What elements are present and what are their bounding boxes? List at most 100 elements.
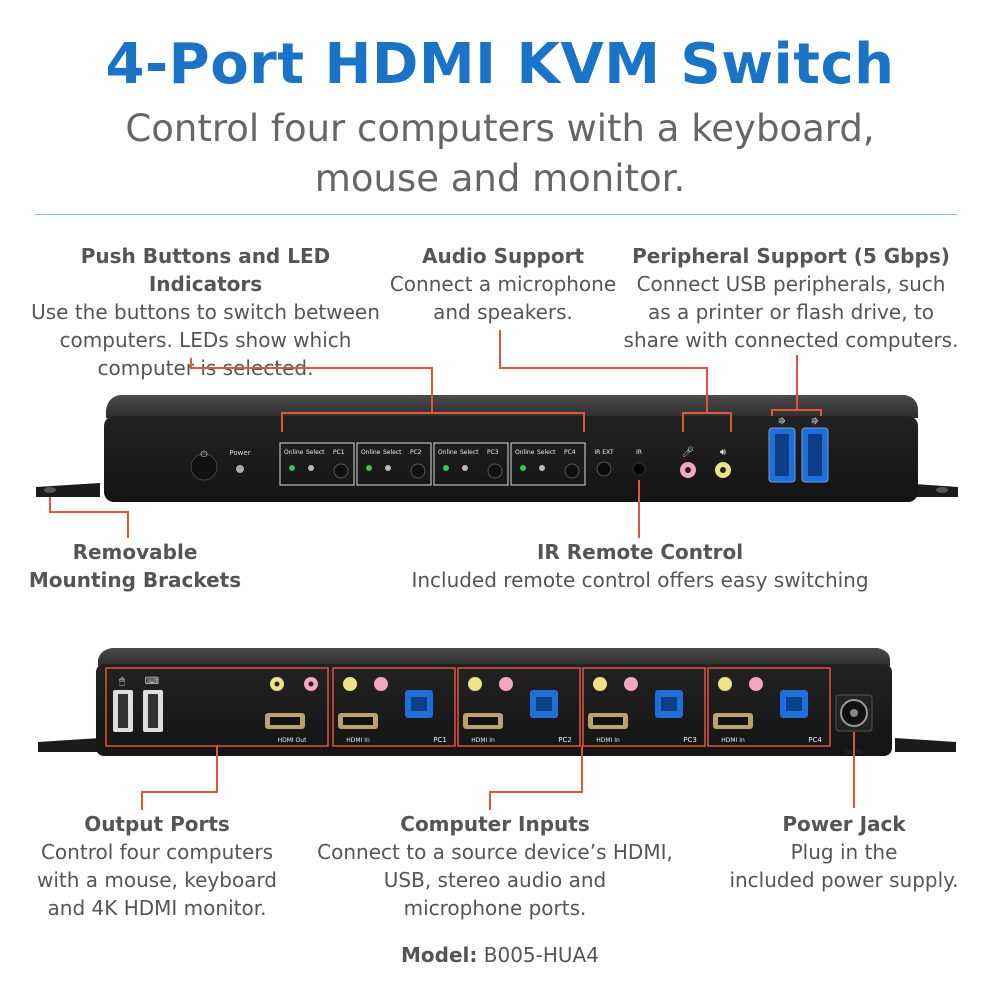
callout-lines <box>49 330 855 810</box>
front-audio-jack-hole <box>720 467 726 473</box>
callout-ir-line-1: Included remote control offers easy swit… <box>411 568 869 592</box>
rear-input-group-4: HDMI In PC4 <box>707 667 831 747</box>
select-led-pc2 <box>385 465 391 471</box>
front-port-group-1: Online Select PC1 <box>279 442 355 486</box>
input-usb-b-port-pc2-inner <box>536 697 552 711</box>
input-mic-jack-pc1[interactable] <box>374 677 388 691</box>
online-label: Online <box>438 449 458 456</box>
rear-input-group-3: HDMI In PC3 <box>582 667 706 747</box>
select-led-pc1 <box>308 465 314 471</box>
ir-ext-jack[interactable] <box>596 461 612 477</box>
port-label: PC3 <box>487 449 499 456</box>
subtitle-line-1: Control four computers with a keyboard, <box>125 107 875 150</box>
input-audio-jack-pc1[interactable] <box>343 677 357 691</box>
callout-inputs: Computer Inputs Connect to a source devi… <box>300 810 690 922</box>
front-usb-port-1-inner <box>775 434 789 476</box>
callout-power-line-2: included power supply. <box>729 868 959 892</box>
power-label: Power <box>229 449 250 457</box>
callout-line-inputs <box>489 746 583 810</box>
callout-power-heading: Power Jack <box>782 812 906 836</box>
callout-power-line-1: Plug in the <box>790 840 898 864</box>
select-label: Select <box>306 449 325 456</box>
hdmi-out-label: HDMI Out <box>278 737 308 744</box>
callout-line-output <box>141 746 218 810</box>
select-label: Select <box>537 449 556 456</box>
callout-audio-line-2: and speakers. <box>433 300 573 324</box>
output-audio-jack-hole <box>274 681 280 687</box>
page-subtitle: Control four computers with a keyboard, … <box>0 104 1000 204</box>
callout-inputs-line-2: USB, stereo audio and <box>383 868 607 892</box>
output-mic-jack-hole <box>308 681 314 687</box>
front-port-group-2: Online Select PC2 <box>356 442 432 486</box>
callout-push-buttons-line-2: computers. LEDs show which <box>59 328 352 352</box>
callout-inputs-heading: Computer Inputs <box>400 812 590 836</box>
rear-left-bracket <box>38 738 100 752</box>
output-hdmi-port-inner <box>270 717 300 725</box>
port-label: PC4 <box>564 449 576 456</box>
keyboard-icon: ⌨︎ <box>145 676 159 687</box>
callout-peripheral: Peripheral Support (5 Gbps) Connect USB … <box>618 242 964 354</box>
callout-peripheral-line-2: as a printer or flash drive, to <box>647 300 935 324</box>
input-hdmi-port-pc4-inner <box>718 717 748 725</box>
select-button-pc1[interactable] <box>333 463 349 479</box>
subtitle-line-2: mouse and monitor. <box>314 157 686 200</box>
left-mounting-bracket <box>36 483 100 497</box>
power-button[interactable] <box>190 453 218 481</box>
port-label: PC4 <box>808 736 822 744</box>
callout-brackets-heading-1: Removable <box>72 540 198 564</box>
callout-ir: IR Remote Control Included remote contro… <box>390 538 890 594</box>
callout-output: Output Ports Control four computers with… <box>22 810 292 922</box>
callout-audio-heading: Audio Support <box>421 244 585 268</box>
online-label: Online <box>361 449 381 456</box>
input-mic-jack-pc4[interactable] <box>749 677 763 691</box>
callout-brackets-heading-2: Mounting Brackets <box>28 568 242 592</box>
input-mic-jack-pc3[interactable] <box>624 677 638 691</box>
front-usb-port-2-inner <box>808 434 822 476</box>
rear-input-group-2: HDMI In PC2 <box>457 667 581 747</box>
rear-unit-face <box>96 664 892 756</box>
callout-power: Power Jack Plug in the included power su… <box>715 810 973 894</box>
input-audio-jack-pc3[interactable] <box>593 677 607 691</box>
select-button-pc3[interactable] <box>487 463 503 479</box>
callout-push-buttons-line-1: Use the buttons to switch between <box>31 300 380 324</box>
callout-audio-line-1: Connect a microphone <box>389 272 617 296</box>
callout-brackets: Removable Mounting Brackets <box>20 538 250 594</box>
select-button-pc4[interactable] <box>564 463 580 479</box>
callout-output-line-1: Control four computers <box>40 840 274 864</box>
port-label: PC2 <box>558 736 572 744</box>
callout-line-audio-stem <box>499 330 708 413</box>
input-usb-b-port-pc3-inner <box>661 697 677 711</box>
hdmi-in-label: HDMI In <box>346 737 370 744</box>
callout-ir-heading: IR Remote Control <box>536 540 744 564</box>
online-led-pc1 <box>289 465 295 471</box>
microphone-icon: 🎤︎ <box>682 446 695 458</box>
input-audio-jack-pc2[interactable] <box>468 677 482 691</box>
model-value: B005-HUA4 <box>483 943 599 967</box>
ir-label: IR <box>636 449 642 456</box>
input-audio-jack-pc4[interactable] <box>718 677 732 691</box>
input-hdmi-port-pc1-inner <box>343 717 373 725</box>
output-usb-mouse-port-inner <box>118 694 128 728</box>
rear-input-group-1: HDMI In PC1 <box>332 667 456 747</box>
select-led-pc3 <box>462 465 468 471</box>
online-led-pc2 <box>366 465 372 471</box>
front-port-group-3: Online Select PC3 <box>433 442 509 486</box>
front-port-group-4: Online Select PC4 <box>510 442 586 486</box>
model-line: Model: B005-HUA4 <box>0 943 1000 967</box>
usb-icon: ⭆ <box>811 417 818 426</box>
ir-ext-label: IR EXT <box>594 449 614 456</box>
hdmi-in-label: HDMI In <box>596 737 620 744</box>
callout-inputs-line-1: Connect to a source device’s HDMI, <box>317 840 673 864</box>
rear-unit: 🖱︎ ⌨︎ HDMI Out HDMI In PC1 <box>38 648 956 756</box>
select-button-pc2[interactable] <box>410 463 426 479</box>
port-label: PC1 <box>433 736 447 744</box>
callout-output-heading: Output Ports <box>84 812 230 836</box>
callout-output-line-3: and 4K HDMI monitor. <box>47 896 267 920</box>
input-mic-jack-pc2[interactable] <box>499 677 513 691</box>
callout-peripheral-line-3: share with connected computers. <box>623 328 959 352</box>
select-led-pc4 <box>539 465 545 471</box>
input-usb-b-port-pc4-inner <box>786 697 802 711</box>
callout-inputs-line-3: microphone ports. <box>403 896 587 920</box>
online-led-pc3 <box>443 465 449 471</box>
